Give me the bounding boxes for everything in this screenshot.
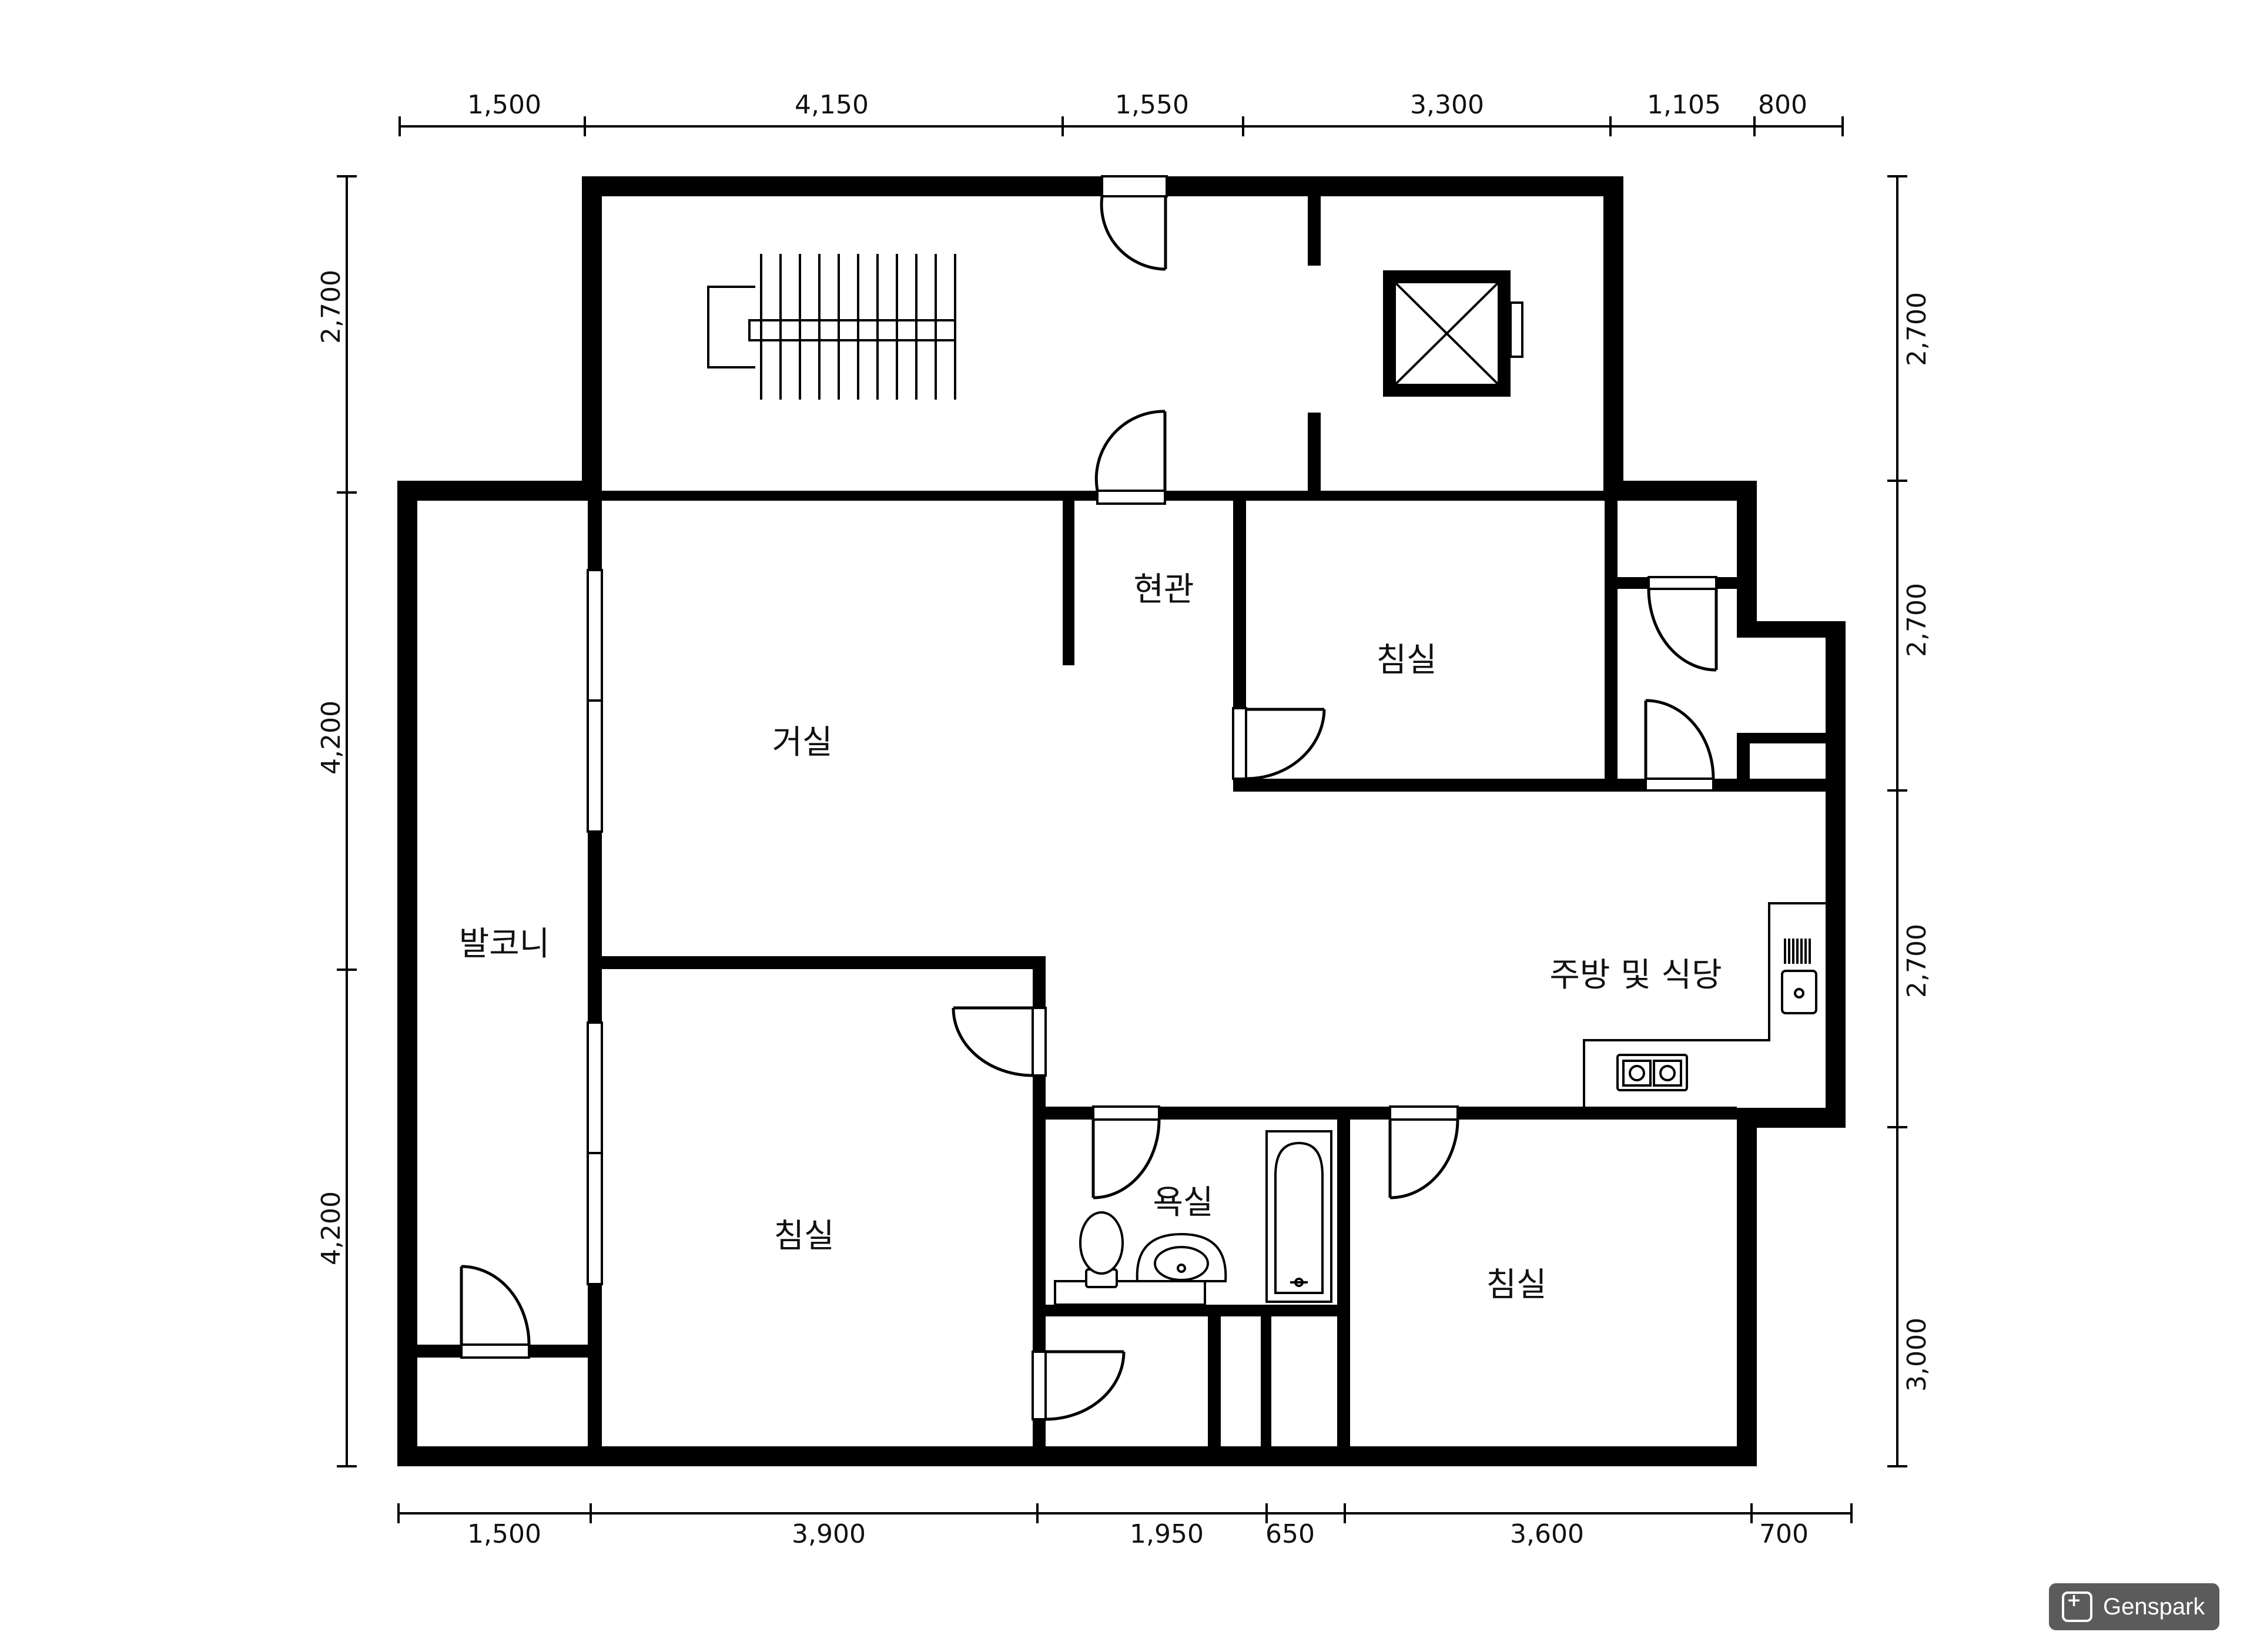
dim-top-3: 1,550: [1115, 90, 1189, 120]
room-labels: 현관 침실 거실 발코니 주방 및 식당 침실 욕실 침실: [459, 571, 1722, 1304]
dim-top-1: 1,500: [467, 90, 541, 120]
dim-bottom-4: 650: [1265, 1519, 1315, 1549]
stairs-icon: [707, 254, 956, 400]
dim-left-1: 2,700: [316, 270, 346, 344]
sink-icon: [1781, 939, 1817, 1014]
door-utility-lower: [1644, 699, 1715, 792]
windows: [587, 569, 603, 1285]
room-label-kitchen: 주방 및 식당: [1549, 956, 1722, 994]
genspark-badge[interactable]: Genspark: [2049, 1583, 2219, 1630]
dim-right-2: 2,700: [1902, 583, 1932, 657]
dim-left-3: 4,200: [316, 1191, 346, 1265]
dim-top-4: 3,300: [1410, 90, 1484, 120]
door-bedroom-right: [1388, 1105, 1459, 1199]
door-core-top: [1100, 175, 1168, 271]
room-label-bedroom-left: 침실: [773, 1217, 834, 1255]
walls: [397, 176, 1846, 1466]
door-utility-upper: [1647, 576, 1718, 672]
dimension-bottom: 1,500 3,900 1,950 650 3,600 700: [397, 1503, 1853, 1549]
door-main-entry: [1094, 410, 1167, 505]
doors: [460, 175, 1718, 1421]
dimension-top: 1,500 4,150 1,550 3,300 1,105 800: [399, 90, 1844, 136]
room-label-entrance: 현관: [1133, 571, 1194, 609]
dim-left-2: 4,200: [316, 701, 346, 775]
dim-bottom-2: 3,900: [792, 1519, 866, 1549]
kitchen-counter: [1583, 902, 1826, 1108]
elevator-icon: [1383, 270, 1523, 397]
dim-right-3: 2,700: [1902, 924, 1932, 998]
dim-top-2: 4,150: [795, 90, 869, 120]
genspark-logo-icon: [2062, 1590, 2092, 1622]
room-label-bedroom-top: 침실: [1376, 641, 1436, 679]
door-bedroom-top: [1232, 707, 1326, 780]
stove-icon: [1616, 1054, 1688, 1091]
dim-right-4: 3,000: [1902, 1318, 1932, 1392]
dim-bottom-6: 700: [1759, 1519, 1809, 1549]
door-bath: [1091, 1105, 1161, 1199]
door-closet: [1032, 1350, 1126, 1421]
washbasin-icon: [1136, 1232, 1227, 1282]
dim-bottom-1: 1,500: [467, 1519, 541, 1549]
dim-bottom-3: 1,950: [1130, 1519, 1204, 1549]
dim-top-5: 1,105: [1647, 90, 1721, 120]
dimension-right: 2,700 2,700 2,700 3,000: [1887, 175, 1932, 1467]
room-label-bedroom-right: 침실: [1486, 1266, 1546, 1304]
dim-bottom-5: 3,600: [1510, 1519, 1584, 1549]
door-balcony: [460, 1265, 531, 1359]
bathtub-icon: [1265, 1130, 1332, 1303]
brand-name: Genspark: [2103, 1593, 2205, 1620]
room-label-bath: 욕실: [1153, 1184, 1213, 1222]
room-label-balcony: 발코니: [459, 925, 550, 963]
dim-right-1: 2,700: [1902, 292, 1932, 366]
door-bedroom-left: [952, 1006, 1047, 1077]
toilet-icon: [1054, 1211, 1206, 1306]
room-label-living: 거실: [772, 723, 832, 762]
dimension-left: 2,700 4,200 4,200: [316, 175, 357, 1467]
dim-top-6: 800: [1758, 90, 1807, 120]
